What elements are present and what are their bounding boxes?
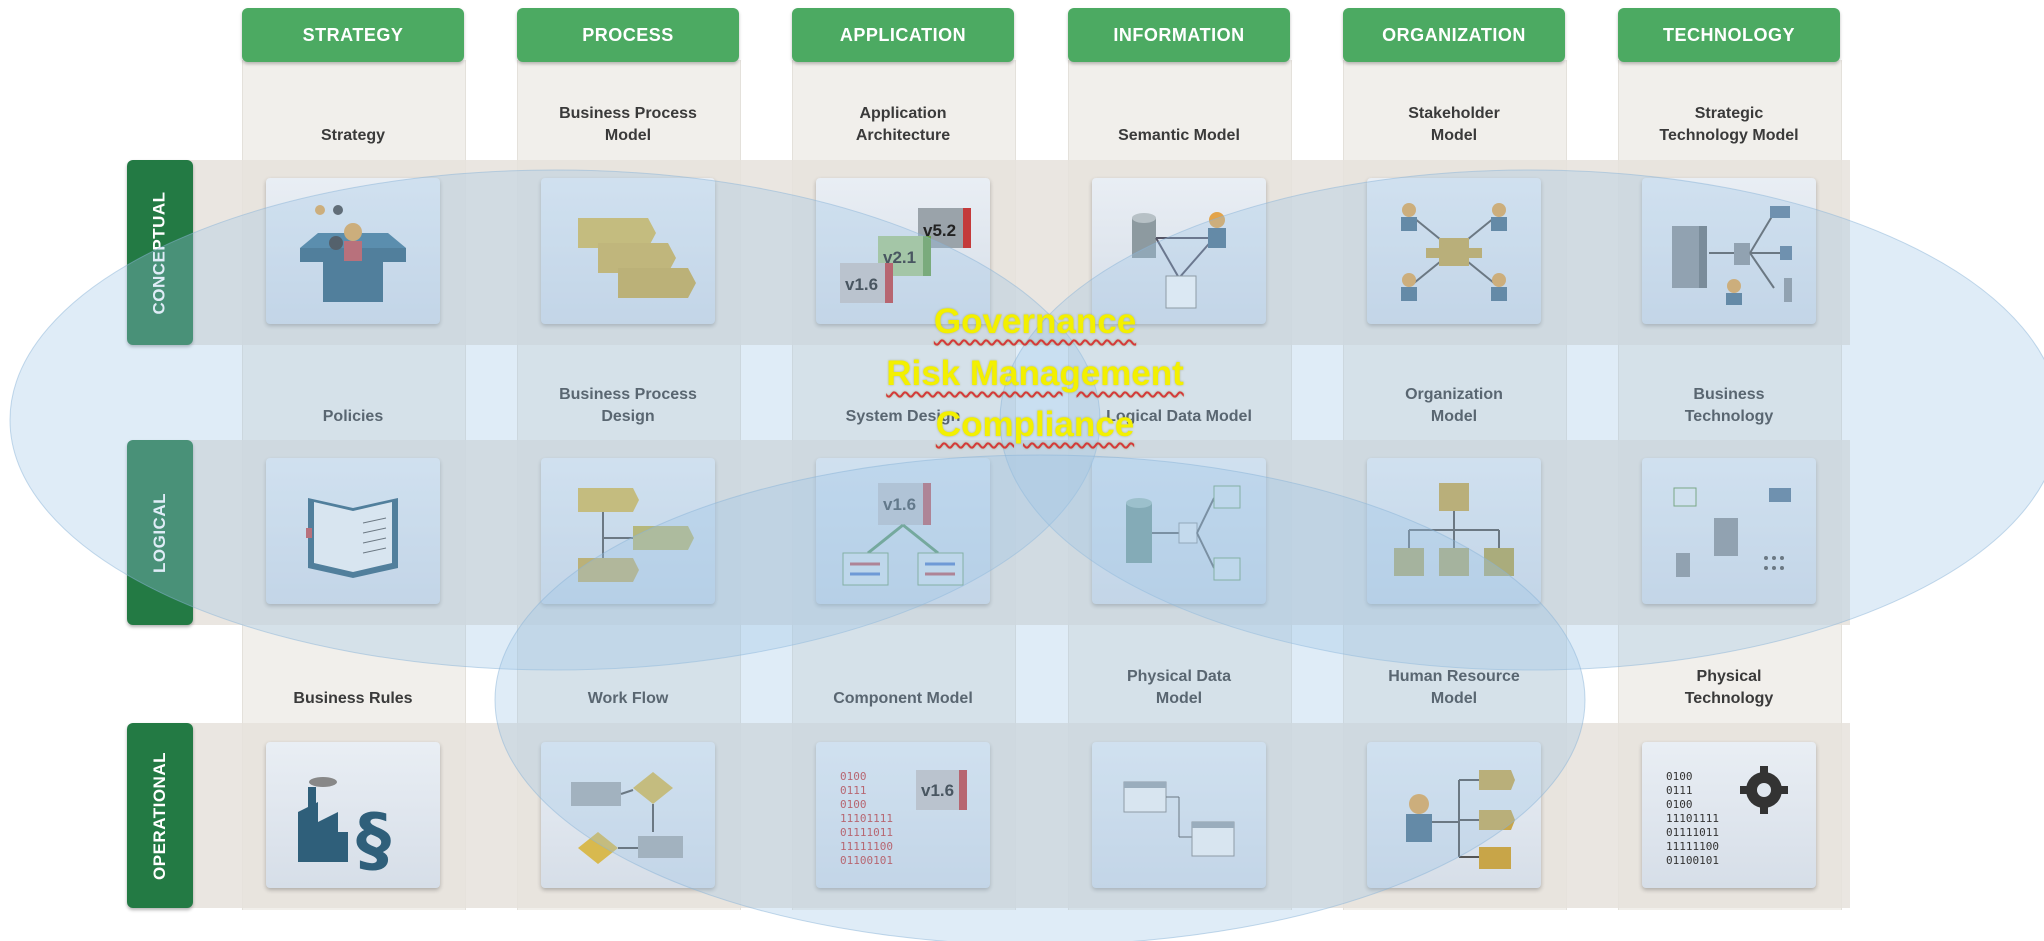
logical-data-icon [1126, 485, 1241, 581]
row-header-operational: OPERATIONAL [127, 723, 193, 908]
hr-person-icon [1406, 770, 1515, 869]
version-boxes-icon: v5.2 v2.1 v1.6 [840, 208, 971, 303]
tile-component-model: 0100 0111 0100 11101111 01111011 1111110… [816, 742, 990, 888]
cell-label: Business Process Model [559, 105, 697, 144]
svg-text:§: § [356, 799, 391, 878]
system-design-icon: v1.6 [842, 483, 964, 586]
cell-label: Human Resource Model [1388, 668, 1520, 707]
tile-policies [266, 458, 440, 604]
tile-work-flow [541, 742, 715, 888]
tile-logical-data-model [1092, 458, 1266, 604]
column-header-application: APPLICATION [792, 8, 1014, 62]
tile-physical-data-model [1092, 742, 1266, 888]
column-header-technology: TECHNOLOGY [1618, 8, 1840, 62]
tile-strategy [266, 178, 440, 324]
row-header-conceptual-label: CONCEPTUAL [150, 190, 169, 315]
binder-icon [306, 498, 398, 578]
row-header-logical: LOGICAL [127, 440, 193, 625]
binary-line: 0100 [1666, 798, 1693, 811]
binary-line: 0100 [840, 770, 867, 783]
org-chart-icon [1394, 483, 1514, 576]
cell-label: Business Technology [1684, 386, 1774, 425]
column-header-organization: ORGANIZATION [1343, 8, 1565, 62]
cell-label: Business Rules [293, 690, 413, 707]
tile-human-resource-model [1367, 742, 1541, 888]
column-header-process: PROCESS [517, 8, 739, 62]
process-blocks-icon [578, 218, 696, 298]
cell-label: Component Model [833, 690, 973, 707]
strategy-meeting-icon [300, 205, 406, 302]
tile-business-rules: § [266, 742, 440, 888]
process-flow-icon [578, 488, 694, 582]
column-header-information: INFORMATION [1068, 8, 1290, 62]
physical-data-icon [1123, 781, 1235, 857]
tile-business-process-model [541, 178, 715, 324]
tile-physical-technology: 0100 0111 0100 11101111 01111011 1111110… [1642, 742, 1816, 888]
tile-business-process-design [541, 458, 715, 604]
version-tag-v16: v1.6 [883, 495, 916, 514]
stakeholder-network-icon [1401, 203, 1507, 301]
binary-line: 01100101 [1666, 854, 1719, 867]
tile-business-technology [1642, 458, 1816, 604]
binary-line: 11101111 [1666, 812, 1719, 825]
cell-label: Strategy [320, 127, 386, 144]
overlay-risk-management: Risk Management [886, 354, 1184, 393]
cell-label: Organization Model [1405, 386, 1503, 425]
binary-line: 11111100 [1666, 840, 1719, 853]
overlay-governance: Governance [933, 302, 1137, 341]
binary-line: 0100 [1666, 770, 1693, 783]
cell-label: Physical Technology [1684, 668, 1774, 707]
column-header-strategy: STRATEGY [242, 8, 464, 62]
version-tag-v16: v1.6 [921, 781, 954, 800]
binary-line: 01100101 [840, 854, 893, 867]
cell-label: Strategic Technology Model [1659, 105, 1799, 144]
cell-label: Work Flow [587, 690, 669, 707]
tile-system-design: v1.6 [816, 458, 990, 604]
cell-label: Semantic Model [1118, 127, 1240, 144]
row-header-logical-label: LOGICAL [150, 492, 169, 573]
cell-label: Policies [322, 408, 384, 425]
cell-label: Application Architecture [855, 105, 951, 144]
cell-label: Physical Data Model [1126, 668, 1232, 707]
workflow-diamond-icon [571, 772, 683, 864]
row-header-conceptual: CONCEPTUAL [127, 160, 193, 345]
tech-devices-icon [1673, 487, 1791, 577]
binary-line: 01111011 [840, 826, 893, 839]
binary-line: 11111100 [840, 840, 893, 853]
database-person-icon [1132, 212, 1226, 309]
tile-organization-model [1367, 458, 1541, 604]
server-network-icon [1672, 206, 1792, 305]
factory-law-icon: § [298, 777, 391, 878]
version-tag-v16: v1.6 [845, 275, 878, 294]
cell-label: Stakeholder Model [1408, 105, 1500, 144]
binary-gear-icon: 0100 0111 0100 11101111 01111011 1111110… [1666, 766, 1788, 867]
row-header-operational-label: OPERATIONAL [150, 751, 169, 880]
overlay-compliance: Compliance [935, 405, 1135, 444]
binary-line: 0100 [840, 798, 867, 811]
tile-stakeholder-model [1367, 178, 1541, 324]
binary-line: 0111 [840, 784, 867, 797]
binary-line: 01111011 [1666, 826, 1719, 839]
cell-label: Business Process Design [559, 386, 697, 425]
binary-line: 11101111 [840, 812, 893, 825]
tile-strategic-technology-model [1642, 178, 1816, 324]
binary-code-icon: 0100 0111 0100 11101111 01111011 1111110… [840, 770, 967, 867]
binary-line: 0111 [1666, 784, 1693, 797]
